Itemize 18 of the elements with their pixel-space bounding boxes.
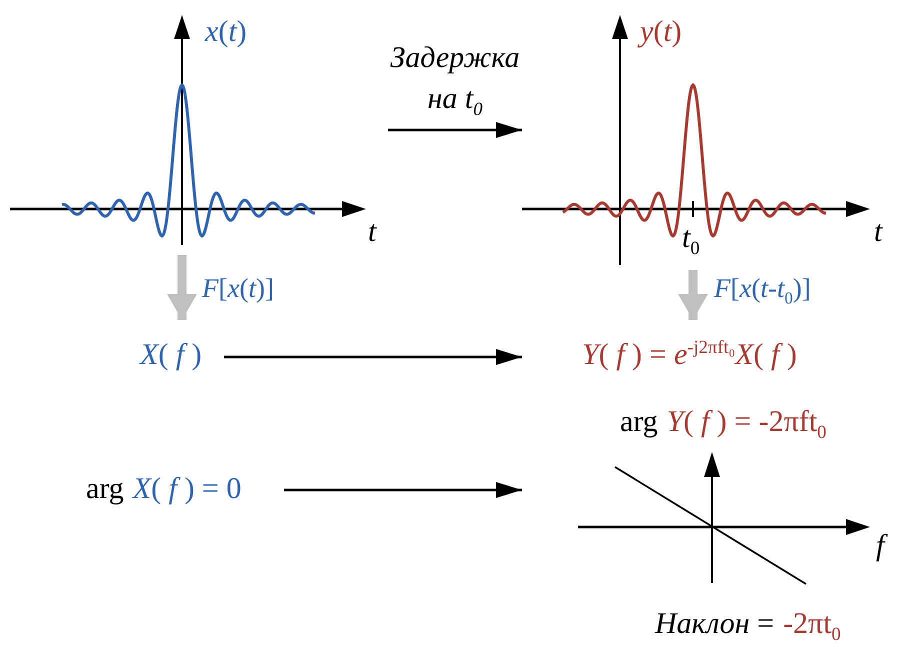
formula-text: Наклон = bbox=[655, 607, 774, 642]
formula-text: x(t) bbox=[205, 15, 247, 50]
formula-text: t bbox=[368, 215, 376, 250]
arrow bbox=[224, 349, 522, 365]
arrow bbox=[678, 270, 708, 320]
formula-text: t bbox=[874, 215, 882, 250]
formula-text: X( f ) bbox=[140, 338, 202, 372]
arrow bbox=[284, 482, 522, 498]
formula-text: Y( f ) = e$^{-j2πft₀}$X( f ) bbox=[582, 338, 797, 372]
formula-text: arg bbox=[86, 472, 124, 506]
formula-text: Y( f ) = -2πft$_{0}$ bbox=[666, 405, 826, 440]
arrow bbox=[167, 255, 197, 320]
formula-text: y(t) bbox=[640, 15, 682, 50]
formula-text: arg bbox=[620, 405, 658, 440]
formula-text: -2πt$_{0}$ bbox=[783, 607, 841, 642]
formula-text: t$_{0}$ bbox=[682, 221, 700, 256]
arrow bbox=[388, 122, 522, 138]
formula-text: X( f ) = 0 bbox=[132, 472, 242, 506]
